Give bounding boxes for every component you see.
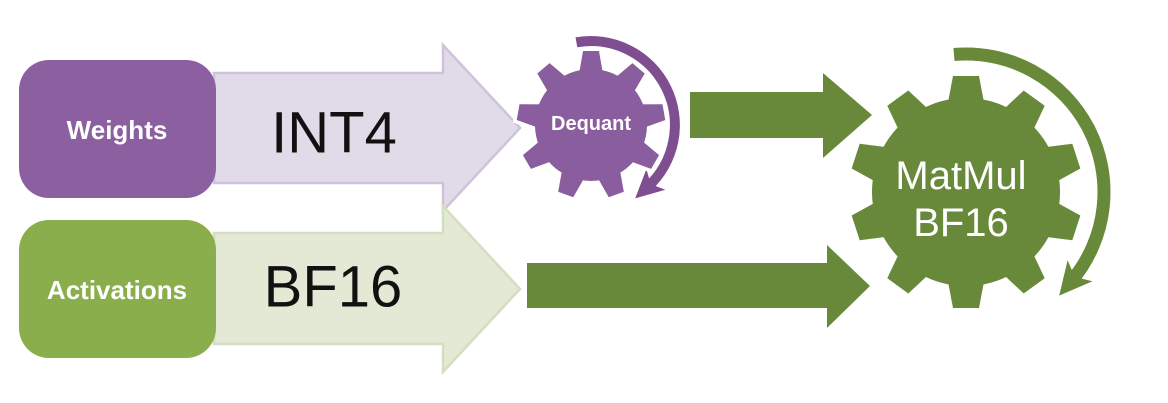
- weights-node: Weights: [19, 60, 216, 198]
- dequant-rotation-arrow: [575, 36, 680, 199]
- activations-node: Activations: [19, 220, 216, 358]
- activations-flow: BF16: [212, 202, 522, 376]
- weights-box: [19, 60, 216, 198]
- matmul-gear-label-line1: MatMul: [895, 154, 1026, 198]
- bf16-arrow-label: BF16: [264, 255, 403, 320]
- activations-box: [19, 220, 216, 358]
- matmul-gear-label-line2: BF16: [913, 201, 1009, 245]
- matmul-gear: MatMul BF16: [849, 76, 1083, 308]
- int4-arrow: [212, 41, 522, 215]
- int4-arrow-label: INT4: [271, 101, 397, 166]
- activations-box-label: Activations: [47, 275, 187, 305]
- weights-flow: INT4: [212, 41, 522, 215]
- dequant-gear-label: Dequant: [551, 113, 631, 135]
- weights-box-label: Weights: [67, 115, 168, 145]
- bf16-arrow: [212, 202, 522, 376]
- activations-to-matmul-arrow: [527, 245, 870, 328]
- dequant-to-matmul-arrow: [690, 73, 872, 158]
- matmul-rotation-arrow: [953, 47, 1111, 296]
- dequant-gear: Dequant: [516, 51, 666, 199]
